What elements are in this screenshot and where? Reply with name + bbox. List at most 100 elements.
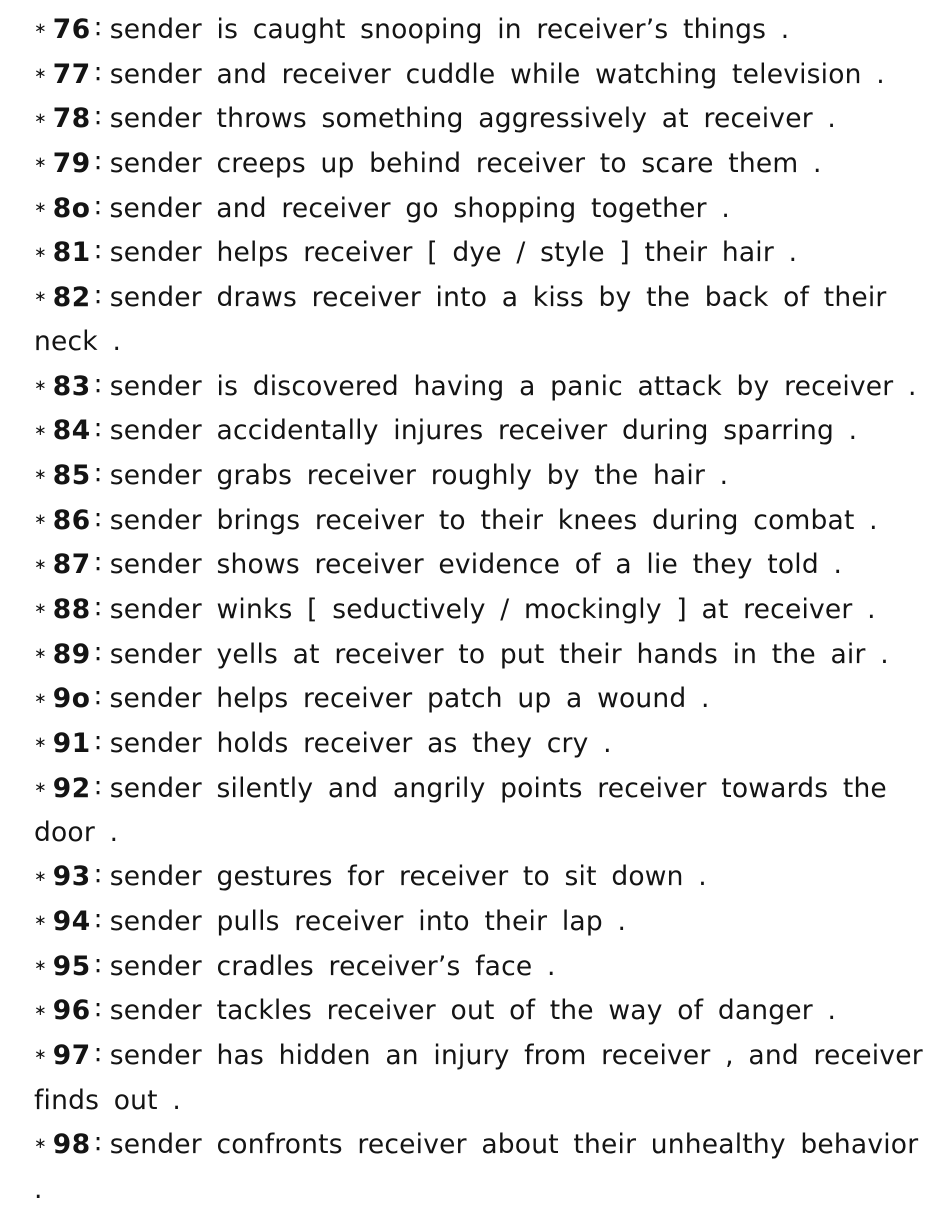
colon-separator: ∶	[94, 192, 102, 224]
item-number: 97	[52, 1040, 91, 1072]
colon-separator: ∶	[94, 727, 102, 759]
list-item: ∗89∶sender yells at receiver to put thei…	[34, 633, 924, 678]
item-number: 77	[52, 58, 91, 90]
list-item: ∗ 91∶sender holds receiver as they cry .	[34, 722, 924, 767]
colon-separator: ∶	[94, 638, 102, 670]
colon-separator: ∶	[94, 237, 102, 269]
item-number: 82	[52, 281, 91, 313]
item-text: sender throws something aggressively at …	[109, 103, 837, 135]
asterisk-bullet-icon: ∗	[34, 1000, 47, 1019]
asterisk-bullet-icon: ∗	[34, 554, 47, 573]
item-number: 96	[52, 995, 91, 1027]
item-number: 88	[52, 593, 91, 625]
item-number: 91	[52, 727, 91, 759]
item-number: 83	[52, 370, 91, 402]
item-number: 79	[52, 147, 91, 179]
asterisk-bullet-icon: ∗	[34, 420, 47, 439]
list-item: ∗ 98∶sender confronts receiver about thei…	[34, 1123, 924, 1212]
list-item: ∗ 86∶sender brings receiver to their knee…	[34, 499, 924, 544]
asterisk-bullet-icon: ∗	[34, 510, 47, 529]
colon-separator: ∶	[94, 281, 102, 313]
item-number: 92	[52, 772, 91, 804]
list-item: ∗94∶sender pulls receiver into their lap…	[34, 900, 924, 945]
item-text: sender draws receiver into a kiss by the…	[34, 281, 887, 358]
item-text: sender and receiver cuddle while watchin…	[109, 58, 885, 90]
list-item: ∗ 85∶sender grabs receiver roughly by the…	[34, 454, 924, 499]
asterisk-bullet-icon: ∗	[34, 777, 47, 796]
item-number: 87	[52, 549, 91, 581]
list-item: ∗96∶sender tackles receiver out of the w…	[34, 989, 924, 1034]
item-number: 86	[52, 504, 91, 536]
list-item: ∗ 78∶sender throws something aggressively…	[34, 97, 924, 142]
asterisk-bullet-icon: ∗	[34, 19, 47, 38]
asterisk-bullet-icon: ∗	[34, 376, 47, 395]
item-number: 9o	[52, 683, 91, 715]
item-number: 84	[52, 415, 91, 447]
list-item: ∗93∶sender gestures for receiver to sit …	[34, 855, 924, 900]
item-text: sender yells at receiver to put their ha…	[109, 638, 889, 670]
asterisk-bullet-icon: ∗	[34, 287, 47, 306]
asterisk-bullet-icon: ∗	[34, 599, 47, 618]
asterisk-bullet-icon: ∗	[34, 1134, 47, 1153]
item-text: sender cradles receiver’s face .	[109, 950, 556, 982]
list-item: ∗ 95∶sender cradles receiver’s face .	[34, 945, 924, 990]
list-item: ∗83∶sender is discovered having a panic …	[34, 365, 924, 410]
item-text: sender holds receiver as they cry .	[109, 727, 612, 759]
item-number: 76	[52, 14, 91, 45]
item-number: 98	[52, 1128, 91, 1160]
item-text: sender and receiver go shopping together…	[109, 192, 731, 224]
colon-separator: ∶	[94, 950, 102, 982]
colon-separator: ∶	[94, 147, 102, 179]
item-number: 78	[52, 103, 91, 135]
list-item: ∗92∶sender silently and angrily points r…	[34, 767, 924, 856]
item-number: 85	[52, 460, 91, 492]
item-text: sender is discovered having a panic atta…	[109, 370, 917, 402]
list-item: ∗9o∶sender helps receiver patch up a wou…	[34, 677, 924, 722]
colon-separator: ∶	[94, 1040, 102, 1072]
item-text: sender helps receiver [ dye / style ] th…	[109, 237, 798, 269]
item-text: sender confronts receiver about their un…	[34, 1128, 919, 1205]
colon-separator: ∶	[94, 861, 102, 893]
item-text: sender gestures for receiver to sit down…	[109, 861, 707, 893]
item-text: sender brings receiver to their knees du…	[109, 504, 878, 536]
asterisk-bullet-icon: ∗	[34, 688, 47, 707]
asterisk-bullet-icon: ∗	[34, 242, 47, 261]
colon-separator: ∶	[94, 683, 102, 715]
list-item: ∗76∶sender is caught snooping in receive…	[34, 8, 924, 53]
asterisk-bullet-icon: ∗	[34, 733, 47, 752]
colon-separator: ∶	[94, 772, 102, 804]
item-text: sender shows receiver evidence of a lie …	[109, 549, 843, 581]
list-item: ∗ 87∶sender shows receiver evidence of a …	[34, 543, 924, 588]
colon-separator: ∶	[94, 14, 102, 45]
colon-separator: ∶	[94, 1128, 102, 1160]
item-number: 94	[52, 906, 91, 938]
list-item: ∗8o∶sender and receiver go shopping toge…	[34, 187, 924, 232]
colon-separator: ∶	[94, 415, 102, 447]
colon-separator: ∶	[94, 906, 102, 938]
item-text: sender has hidden an injury from receive…	[34, 1040, 923, 1116]
asterisk-bullet-icon: ∗	[34, 1045, 47, 1064]
item-number: 95	[52, 950, 91, 982]
colon-separator: ∶	[94, 549, 102, 581]
asterisk-bullet-icon: ∗	[34, 465, 47, 484]
prompt-list: ∗76∶sender is caught snooping in receive…	[34, 8, 924, 1212]
item-text: sender accidentally injures receiver dur…	[109, 415, 858, 447]
asterisk-bullet-icon: ∗	[34, 153, 47, 172]
colon-separator: ∶	[94, 58, 102, 90]
colon-separator: ∶	[94, 504, 102, 536]
colon-separator: ∶	[94, 460, 102, 492]
colon-separator: ∶	[94, 103, 102, 135]
asterisk-bullet-icon: ∗	[34, 197, 47, 216]
item-number: 93	[52, 861, 91, 893]
list-item: ∗ 97∶sender has hidden an injury from rec…	[34, 1034, 924, 1123]
asterisk-bullet-icon: ∗	[34, 108, 47, 127]
asterisk-bullet-icon: ∗	[34, 956, 47, 975]
item-number: 89	[52, 638, 91, 670]
list-item: ∗ 77∶sender and receiver cuddle while wat…	[34, 53, 924, 98]
item-text: sender grabs receiver roughly by the hai…	[109, 460, 729, 492]
item-text: sender winks [ seductively / mockingly ]…	[109, 593, 876, 625]
asterisk-bullet-icon: ∗	[34, 63, 47, 82]
list-item: ∗ 82∶sender draws receiver into a kiss by…	[34, 276, 924, 365]
list-item: ∗88∶sender winks [ seductively / mocking…	[34, 588, 924, 633]
item-number: 81	[52, 237, 91, 269]
